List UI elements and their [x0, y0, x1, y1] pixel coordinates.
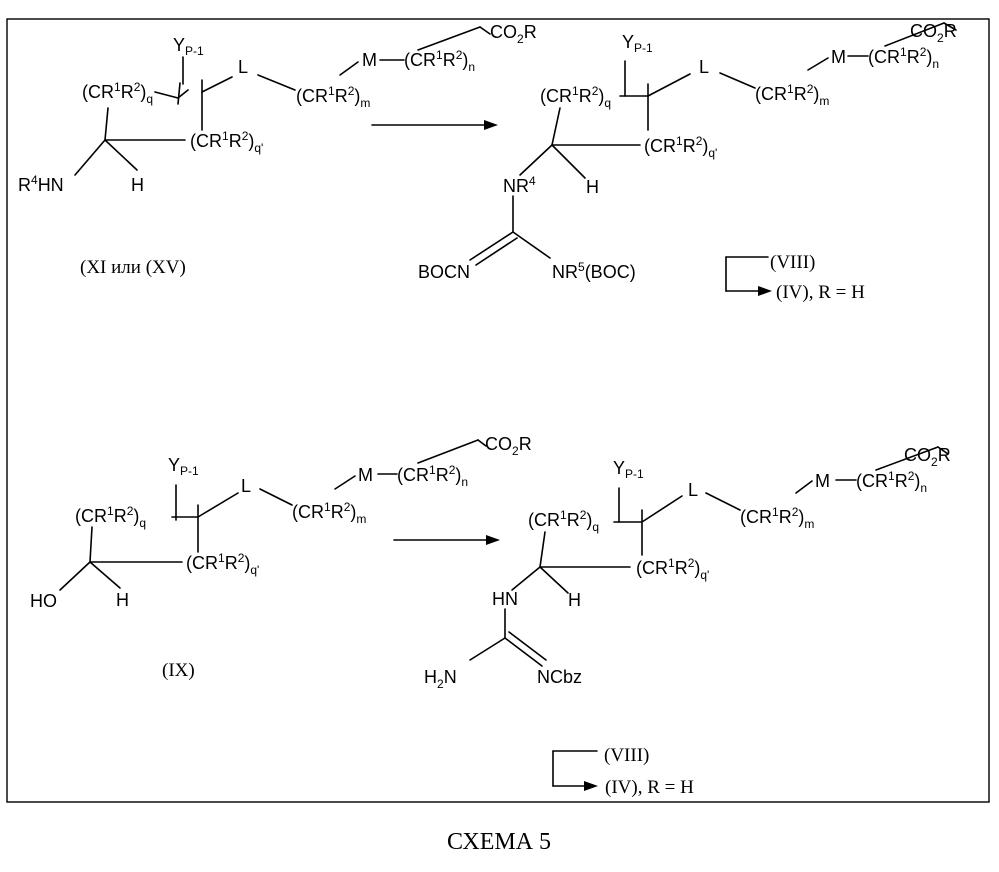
y-label: Y [173, 35, 185, 55]
bottom-reagent-label: (VIII) [604, 745, 649, 766]
amine-label: R4HN [18, 173, 64, 195]
bottom-start-compound-label: (IX) [162, 660, 195, 681]
co2r-label: CO2R [490, 22, 537, 46]
product-m-label: M [831, 47, 846, 67]
cbz-product-co2r-label: CO2R [904, 445, 951, 469]
alcohol-cr-group-q-prime: (CR1R2)q' [186, 551, 259, 577]
bottom-product-label: (IV), R = H [605, 777, 694, 798]
alcohol-cr-group-m: (CR1R2)m [292, 500, 366, 526]
cr-group-q: (CR1R2)q [82, 80, 153, 106]
alcohol-l-label: L [241, 476, 251, 496]
scheme-caption: СХЕМА 5 [447, 829, 551, 855]
product-cr-group-q-prime: (CR1R2)q' [644, 134, 717, 160]
cbz-product-cr-group-n: (CR1R2)n [856, 469, 927, 495]
cbz-product-l-label: L [688, 480, 698, 500]
m-label: M [362, 50, 377, 70]
top-reagent-label: (VIII) [770, 252, 815, 273]
alcohol-cr-group-n: (CR1R2)n [397, 463, 468, 489]
product-co2r-label: CO2R [910, 21, 957, 45]
svg-text:YP-1: YP-1 [173, 35, 204, 58]
alcohol-m-label: M [358, 465, 373, 485]
product-cr-group-q: (CR1R2)q [540, 84, 611, 110]
product-h-label: H [586, 177, 599, 197]
cbz-product-h-label: H [568, 590, 581, 610]
hn-label: HN [492, 589, 518, 609]
top-start-compound-label: (XI или (XV) [80, 257, 186, 278]
product-y-label: YP-1 [622, 32, 653, 55]
h2n-label: H2N [424, 667, 457, 691]
top-follow-up-step: (VIII) (IV), R = H [726, 252, 865, 303]
alcohol-cr-group-q: (CR1R2)q [75, 504, 146, 530]
cbz-product-m-label: M [815, 471, 830, 491]
top-product-structure: YP-1 L (CR1R2)m M (CR1R2)n CO2R (CR1R2)q… [418, 21, 957, 282]
alcohol-y-label: YP-1 [168, 455, 199, 478]
h-label: H [131, 175, 144, 195]
top-product-label: (IV), R = H [776, 282, 865, 303]
bottom-follow-up-step: (VIII) (IV), R = H [553, 745, 694, 798]
scheme-frame [7, 19, 989, 802]
ho-label: HO [30, 591, 57, 611]
product-cr-group-n: (CR1R2)n [868, 45, 939, 71]
alcohol-co2r-label: CO2R [485, 434, 532, 458]
l-label: L [238, 57, 248, 77]
alcohol-h-label: H [116, 590, 129, 610]
cbz-product-cr-group-q: (CR1R2)q [528, 508, 599, 534]
nr4-label: NR4 [503, 174, 536, 196]
cr-group-m: (CR1R2)m [296, 84, 370, 110]
product-cr-group-m: (CR1R2)m [755, 82, 829, 108]
cbz-product-cr-group-m: (CR1R2)m [740, 505, 814, 531]
bottom-reaction-arrow [394, 535, 500, 545]
ncbz-label: NCbz [537, 667, 582, 687]
top-reaction-arrow [372, 120, 498, 130]
cbz-product-y-label: YP-1 [613, 458, 644, 481]
cr-group-n: (CR1R2)n [404, 48, 475, 74]
boccn-label: BOCN [418, 262, 470, 282]
top-start-structure: YP-1 L (CR1R2)m M (CR1R2)n CO2R (CR1R2)q… [18, 22, 537, 278]
nr5-boc-label: NR5(BOC) [552, 260, 636, 282]
cr-group-q-prime: (CR1R2)q' [190, 129, 263, 155]
product-l-label: L [699, 57, 709, 77]
bottom-start-structure: YP-1 L (CR1R2)m M (CR1R2)n CO2R (CR1R2)q… [30, 434, 532, 681]
bottom-product-structure: YP-1 L (CR1R2)m M (CR1R2)n CO2R (CR1R2)q… [424, 445, 951, 691]
cbz-product-cr-group-q-prime: (CR1R2)q' [636, 556, 709, 582]
